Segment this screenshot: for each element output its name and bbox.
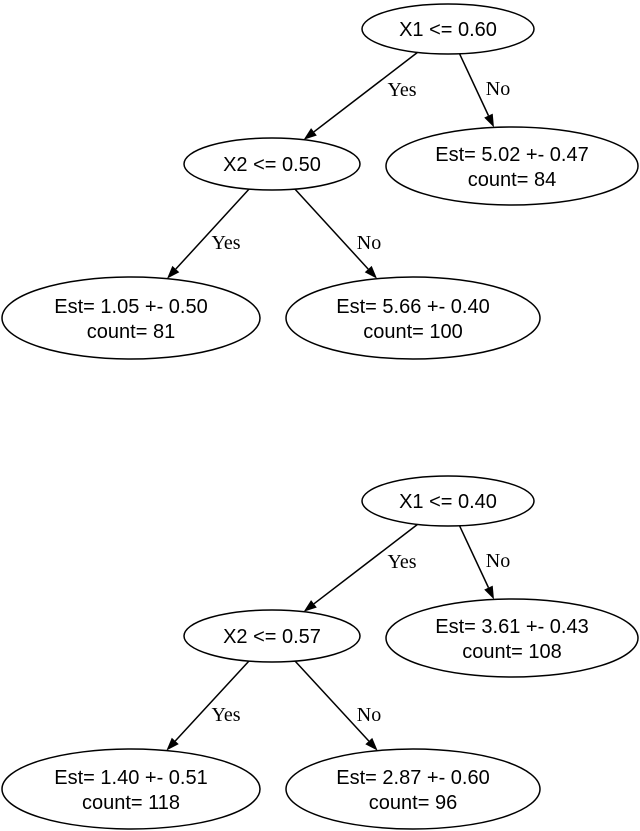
edge-line-root-split-x2 — [313, 51, 418, 133]
arrowhead-icon — [303, 600, 317, 612]
arrowhead-icon — [364, 265, 378, 279]
edge-label-no-leaf-no: No — [486, 78, 510, 100]
node-ellipse-leaf-no — [385, 126, 639, 206]
node-label-split-x2: X2 <= 0.57 — [223, 626, 321, 648]
node-ellipse-split-x2 — [183, 137, 361, 191]
edge-label-yes-leaf-yes-yes: Yes — [211, 232, 240, 254]
node-ellipse-root — [361, 3, 535, 55]
edge-label-yes-leaf-yes-yes: Yes — [211, 704, 240, 726]
edge-line-root-split-x2 — [313, 523, 418, 605]
node-ellipse-leaf-yes-no — [285, 748, 541, 830]
edge-line-split-x2-leaf-yes-yes — [174, 660, 250, 742]
node-ellipse-split-x2 — [183, 609, 361, 663]
edge-line-split-x2-leaf-yes-no — [294, 660, 370, 742]
node-label-root: X1 <= 0.60 — [399, 19, 497, 41]
edge-line-split-x2-leaf-yes-no — [294, 188, 369, 270]
arrowhead-icon — [166, 737, 179, 751]
arrowhead-icon — [167, 265, 180, 279]
arrowhead-icon — [365, 737, 378, 751]
node-label-split-x2: X2 <= 0.50 — [223, 154, 321, 176]
node-ellipse-root — [361, 475, 535, 527]
node-label-root: X1 <= 0.40 — [399, 491, 497, 513]
edge-label-yes-split-x2: Yes — [387, 551, 416, 573]
node-ellipse-leaf-yes-yes — [1, 748, 261, 830]
node-ellipse-leaf-yes-yes — [1, 276, 261, 360]
arrowhead-icon — [303, 128, 317, 140]
edge-label-yes-split-x2: Yes — [387, 79, 416, 101]
edge-line-root-leaf-no — [458, 53, 490, 116]
edge-label-no-leaf-yes-no: No — [357, 704, 381, 726]
edge-label-no-leaf-no: No — [486, 550, 510, 572]
node-ellipse-leaf-no — [385, 598, 639, 678]
arrowhead-icon — [484, 585, 494, 600]
edge-line-split-x2-leaf-yes-yes — [175, 188, 250, 270]
node-ellipse-leaf-yes-no — [285, 276, 541, 360]
edge-line-root-leaf-no — [458, 525, 490, 588]
edge-label-no-leaf-yes-no: No — [357, 232, 381, 254]
arrowhead-icon — [484, 113, 494, 128]
